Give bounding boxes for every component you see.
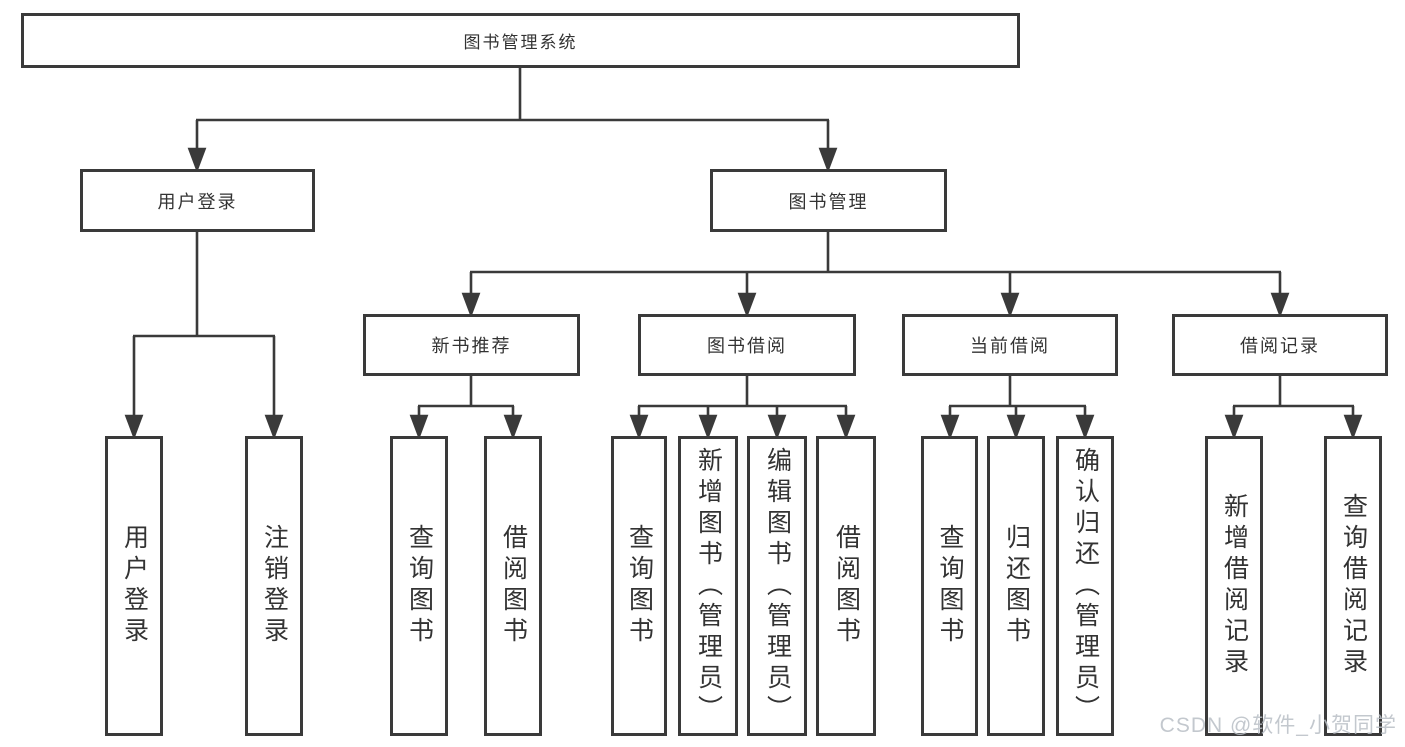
leaf-query-books-1: 查询图书: [390, 436, 448, 736]
leaf-query-books-1-label: 查询图书: [405, 524, 434, 648]
leaf-user-login: 用户登录: [105, 436, 163, 736]
leaf-query-books-2: 查询图书: [611, 436, 667, 736]
node-new-book-recommend-label: 新书推荐: [431, 336, 512, 356]
node-book-borrow-label: 图书借阅: [707, 336, 787, 356]
node-book-borrow: 图书借阅: [638, 314, 856, 376]
leaf-borrow-books-1-label: 借阅图书: [499, 524, 528, 648]
node-current-borrow: 当前借阅: [902, 314, 1118, 376]
node-book-management-label: 图书管理: [788, 191, 869, 212]
leaf-confirm-return-admin: 确认归还（管理员）: [1056, 436, 1114, 736]
leaf-query-books-2-label: 查询图书: [625, 524, 654, 648]
leaf-return-books: 归还图书: [987, 436, 1045, 736]
leaf-return-books-label: 归还图书: [1002, 524, 1031, 648]
node-borrow-records: 借阅记录: [1172, 314, 1388, 376]
leaf-logout: 注销登录: [245, 436, 303, 736]
csdn-watermark: CSDN @软件_小贺同学: [1159, 714, 1397, 737]
leaf-logout-label: 注销登录: [260, 524, 289, 648]
leaf-query-borrow-record-label: 查询借阅记录: [1339, 493, 1368, 679]
leaf-query-books-3: 查询图书: [921, 436, 978, 736]
leaf-confirm-return-admin-label: 确认归还（管理员）: [1071, 446, 1100, 726]
leaf-query-borrow-record: 查询借阅记录: [1324, 436, 1382, 736]
leaf-borrow-books-2: 借阅图书: [816, 436, 876, 736]
node-new-book-recommend: 新书推荐: [363, 314, 580, 376]
leaf-add-books-admin: 新增图书（管理员）: [678, 436, 738, 736]
leaf-query-books-3-label: 查询图书: [936, 524, 964, 648]
leaf-add-books-admin-label: 新增图书（管理员）: [694, 446, 723, 726]
leaf-borrow-books-1: 借阅图书: [484, 436, 542, 736]
leaf-user-login-label: 用户登录: [120, 524, 149, 648]
node-user-login: 用户登录: [80, 169, 315, 232]
root-node-label: 图书管理系统: [463, 33, 578, 52]
leaf-edit-books-admin-label: 编辑图书（管理员）: [763, 446, 792, 726]
node-book-management: 图书管理: [710, 169, 947, 232]
leaf-add-borrow-record: 新增借阅记录: [1205, 436, 1263, 736]
leaf-borrow-books-2-label: 借阅图书: [832, 524, 861, 648]
leaf-add-borrow-record-label: 新增借阅记录: [1220, 493, 1249, 679]
leaf-edit-books-admin: 编辑图书（管理员）: [747, 436, 807, 736]
node-current-borrow-label: 当前借阅: [970, 336, 1050, 356]
node-user-login-label: 用户登录: [157, 191, 238, 212]
root-node-library-system: 图书管理系统: [21, 13, 1020, 68]
node-borrow-records-label: 借阅记录: [1240, 336, 1320, 356]
